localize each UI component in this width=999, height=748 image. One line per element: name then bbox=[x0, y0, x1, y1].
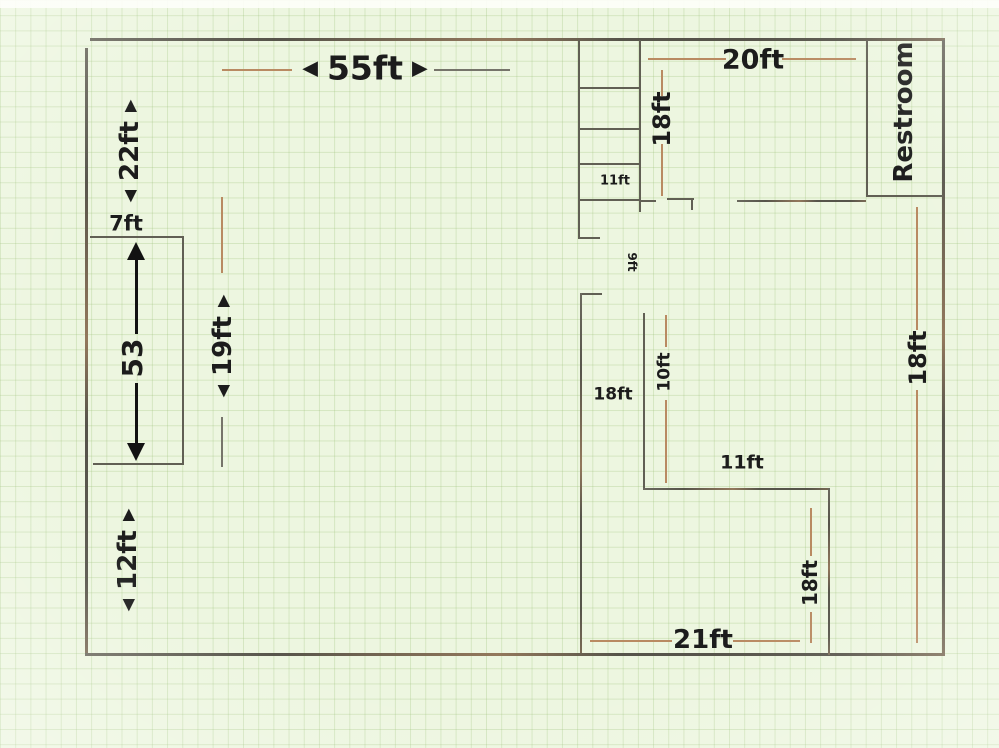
opening-jamb-upper bbox=[578, 237, 600, 239]
wall-closet-right bbox=[182, 238, 184, 465]
dim-line-10ft-bottom bbox=[665, 400, 667, 483]
dim-line-18ft-stairs-bottom bbox=[661, 144, 663, 196]
wall-inner-east bbox=[828, 488, 830, 655]
upper-left-height-value: 22ft bbox=[115, 121, 145, 181]
wall-closet-bottom bbox=[93, 463, 184, 465]
wall-corridor-seg-c bbox=[737, 200, 866, 202]
dim-line-55ft-right bbox=[434, 69, 510, 71]
dim-label-inner-offset: 10ft bbox=[654, 352, 675, 392]
dim-line-21ft-left bbox=[590, 640, 672, 642]
wall-inner-west bbox=[643, 313, 645, 490]
dim-line-18ft-right-bottom bbox=[916, 390, 918, 643]
aisle-width-value: 19ft bbox=[208, 316, 238, 376]
dim-label-inner-south: 21ft bbox=[673, 625, 733, 655]
arrow-left-icon: ◀ bbox=[302, 55, 318, 80]
wall-restroom-left bbox=[866, 40, 868, 197]
wall-inner-north bbox=[643, 488, 830, 490]
door-jamb-tick bbox=[691, 199, 693, 210]
dim-line-20ft-left bbox=[648, 58, 726, 60]
dim-label-closet-length: 53 bbox=[116, 338, 149, 378]
dim-line-19ft-top bbox=[221, 197, 223, 273]
arrow-down-icon: ◀ bbox=[117, 598, 137, 612]
dim-line-18ft-inner-bottom bbox=[810, 612, 812, 643]
wall-corridor-seg-a bbox=[641, 200, 656, 202]
dim-line-10ft-top bbox=[665, 315, 667, 347]
dim-label-right-height: 18ft bbox=[904, 330, 932, 386]
arrow-down-icon: ◀ bbox=[212, 384, 232, 398]
wall-outer-right bbox=[942, 40, 945, 656]
dim-line-18ft-stairs-top bbox=[661, 70, 663, 96]
wall-stairs-left bbox=[578, 40, 580, 238]
paper-edge bbox=[0, 0, 999, 8]
stair-tread-line bbox=[579, 87, 641, 89]
arrow-right-icon: ▶ bbox=[412, 55, 428, 80]
dim-label-overall-width: ◀ 55ft ▶ bbox=[302, 52, 428, 85]
arrow-down-icon: ◀ bbox=[119, 189, 139, 203]
dim-label-lower-left-height: ◀ 12ft ▶ bbox=[113, 508, 143, 612]
dim-line-18ft-right-top bbox=[916, 207, 918, 330]
arrow-up-icon: ▶ bbox=[117, 508, 137, 522]
dim-label-stairs-width: 11ft bbox=[600, 173, 630, 189]
dim-label-top-room-width: 20ft bbox=[721, 44, 785, 76]
wall-outer-top bbox=[90, 38, 945, 41]
wall-interior-left bbox=[580, 293, 582, 653]
arrow-53-line-lower bbox=[135, 383, 138, 455]
dim-label-inner-east: 18ft bbox=[798, 559, 822, 607]
stair-tread-line bbox=[579, 128, 641, 130]
dim-label-closet-width: 7ft bbox=[109, 211, 143, 236]
dim-line-19ft-bottom bbox=[221, 417, 223, 467]
arrow-down-icon bbox=[127, 443, 145, 461]
arrow-up-icon: ▶ bbox=[119, 99, 139, 113]
overall-width-value: 55ft bbox=[326, 48, 404, 88]
room-label-restroom: Restroom bbox=[889, 41, 919, 183]
dim-line-21ft-right bbox=[733, 640, 800, 642]
dim-label-aisle-width: ◀ 19ft ▶ bbox=[208, 294, 238, 398]
wall-outer-left bbox=[85, 48, 88, 655]
lower-left-height-value: 12ft bbox=[113, 530, 143, 590]
dim-line-18ft-inner-top bbox=[810, 508, 812, 556]
wall-closet-top bbox=[90, 236, 184, 238]
dim-line-20ft-right bbox=[782, 58, 856, 60]
dim-label-upper-left-height: ◀ 22ft ▶ bbox=[115, 99, 145, 203]
wall-stairs-right bbox=[639, 40, 641, 212]
arrow-up-icon: ▶ bbox=[212, 294, 232, 308]
wall-outer-bottom bbox=[85, 653, 945, 656]
wall-restroom-bottom bbox=[866, 195, 943, 197]
arrow-53-line-upper bbox=[135, 258, 138, 334]
dim-label-opening-width: 9ft bbox=[625, 252, 639, 272]
arrow-up-icon bbox=[127, 242, 145, 260]
wall-corridor-seg-b bbox=[667, 198, 694, 200]
stair-tread-line bbox=[579, 163, 641, 165]
dim-label-inner-north: 11ft bbox=[720, 451, 764, 474]
dim-line-55ft-left bbox=[222, 69, 292, 71]
stair-tread-line bbox=[579, 199, 641, 201]
opening-jamb-lower bbox=[580, 293, 602, 295]
dim-label-stairs-depth: 18ft bbox=[648, 91, 676, 147]
dim-label-inner-west: 18ft bbox=[593, 384, 633, 405]
